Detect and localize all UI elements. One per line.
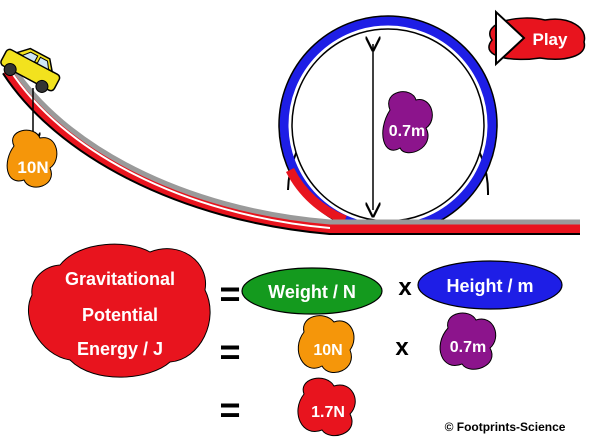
gpe-line-3: Energy / J [77,339,163,359]
copyright-text: © Footprints-Science [445,420,566,434]
result-value-blob: 1.7N [297,377,356,437]
weight-value-label: 10N [313,342,342,359]
gpe-line-2: Potential [82,305,158,325]
play-triangle-icon [495,9,526,67]
equals-sign-3: = [219,389,240,430]
height-value-label: 0.7m [450,339,486,356]
equals-sign-2: = [219,331,240,372]
equals-sign-1: = [219,273,240,314]
times-sign-1: x [398,274,412,301]
weight-term-label: Weight / N [268,282,356,302]
play-label: Play [533,30,569,49]
result-value-label: 1.7N [311,404,345,421]
car-icon [0,47,61,93]
weight-blob: 10N [6,129,58,188]
times-sign-2: x [395,334,409,361]
ramp-track [2,64,580,235]
height-label: 0.7m [389,123,425,140]
weight-label: 10N [17,158,48,177]
height-term-label: Height / m [446,276,533,296]
weight-value-blob: 10N [297,315,355,374]
gpe-blob: Gravitational Potential Energy / J [27,243,211,378]
height-value-blob: 0.7m [439,312,497,370]
height-blob: 0.7m [382,91,433,154]
weight-term-oval: Weight / N [241,267,383,315]
height-term-oval: Height / m [417,260,563,310]
play-button[interactable]: Play [488,9,586,67]
gpe-line-1: Gravitational [65,269,175,289]
